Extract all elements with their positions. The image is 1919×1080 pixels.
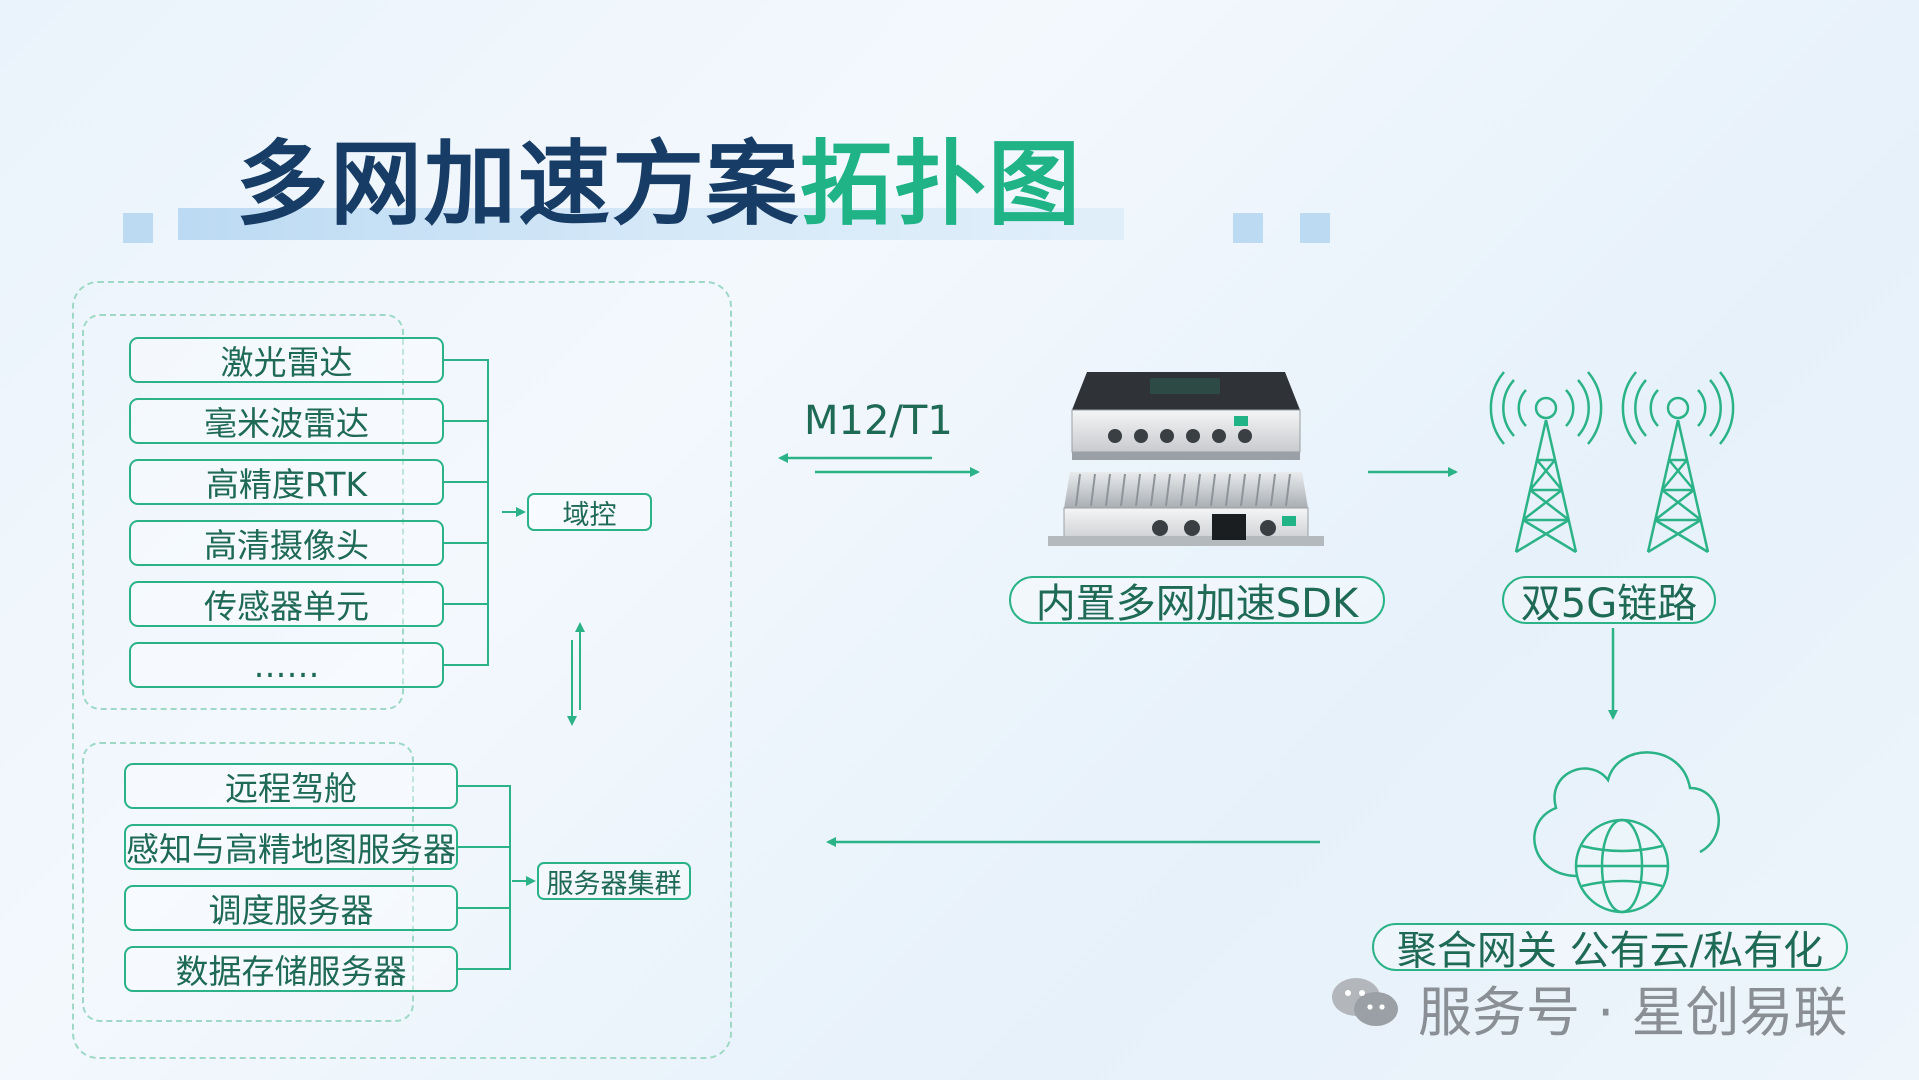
antenna-tower-icon <box>1623 372 1733 552</box>
server-bracket <box>458 786 534 969</box>
vertical-double-arrow <box>572 624 580 724</box>
gateway-device-image <box>1048 372 1324 546</box>
cloud-globe-icon <box>1534 752 1718 912</box>
m12-double-arrow <box>780 458 978 472</box>
antenna-tower-icon <box>1491 372 1601 552</box>
sensor-bracket <box>444 360 524 665</box>
